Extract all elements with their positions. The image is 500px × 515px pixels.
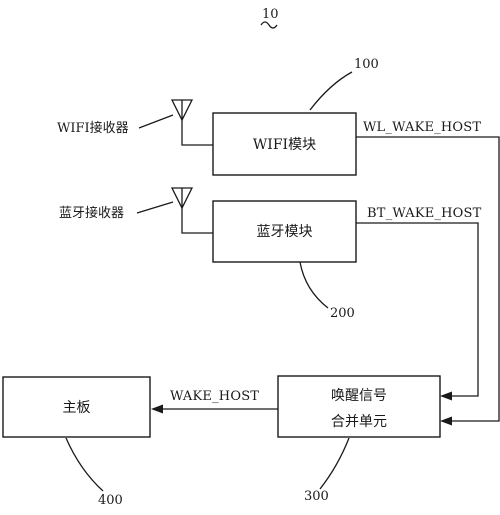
wl-wake-host-line — [356, 136, 500, 422]
wake-signal-merge-unit-block — [277, 375, 441, 438]
figure-ref-label: 10 — [262, 7, 279, 22]
wl-wake-host-arrowhead — [440, 416, 452, 426]
mainboard-ref-leader — [65, 437, 104, 492]
wifi-module-block — [212, 112, 357, 176]
wifi-antenna-icon — [170, 99, 213, 146]
merge-unit-ref-leader — [319, 437, 350, 490]
bt-module-block — [212, 200, 357, 263]
wifi-module-ref: 100 — [354, 57, 379, 72]
wake-host-arrowhead — [151, 404, 163, 414]
wl-wake-host-label: WL_WAKE_HOST — [363, 120, 481, 135]
bt-receiver-leader-line — [136, 201, 174, 214]
mainboard-label: 主板 — [63, 400, 91, 416]
mainboard-ref: 400 — [98, 493, 123, 508]
bt-module-ref: 200 — [330, 306, 355, 321]
wifi-receiver-leader-line — [138, 114, 174, 129]
bt-wake-host-label: BT_WAKE_HOST — [367, 206, 482, 221]
merge-unit-label-line2: 合并单元 — [331, 414, 387, 430]
wifi-module-ref-leader — [309, 71, 353, 111]
bt-wake-host-line — [356, 222, 479, 397]
bt-receiver-label: 蓝牙接收器 — [59, 205, 124, 221]
bt-module-label: 蓝牙模块 — [257, 224, 313, 240]
wifi-receiver-label: WIFI接收器 — [57, 120, 129, 136]
mainboard-block — [2, 376, 151, 438]
merge-unit-label-line1: 唤醒信号 — [331, 387, 387, 404]
bt-antenna-icon — [170, 187, 213, 234]
bt-module-ref-leader — [299, 261, 329, 309]
merge-unit-ref: 300 — [304, 489, 329, 504]
figure-ref-tilde — [260, 21, 278, 29]
wifi-module-label: WIFI模块 — [253, 137, 316, 153]
bt-wake-host-arrowhead — [440, 391, 452, 401]
wake-host-label: WAKE_HOST — [170, 389, 259, 404]
